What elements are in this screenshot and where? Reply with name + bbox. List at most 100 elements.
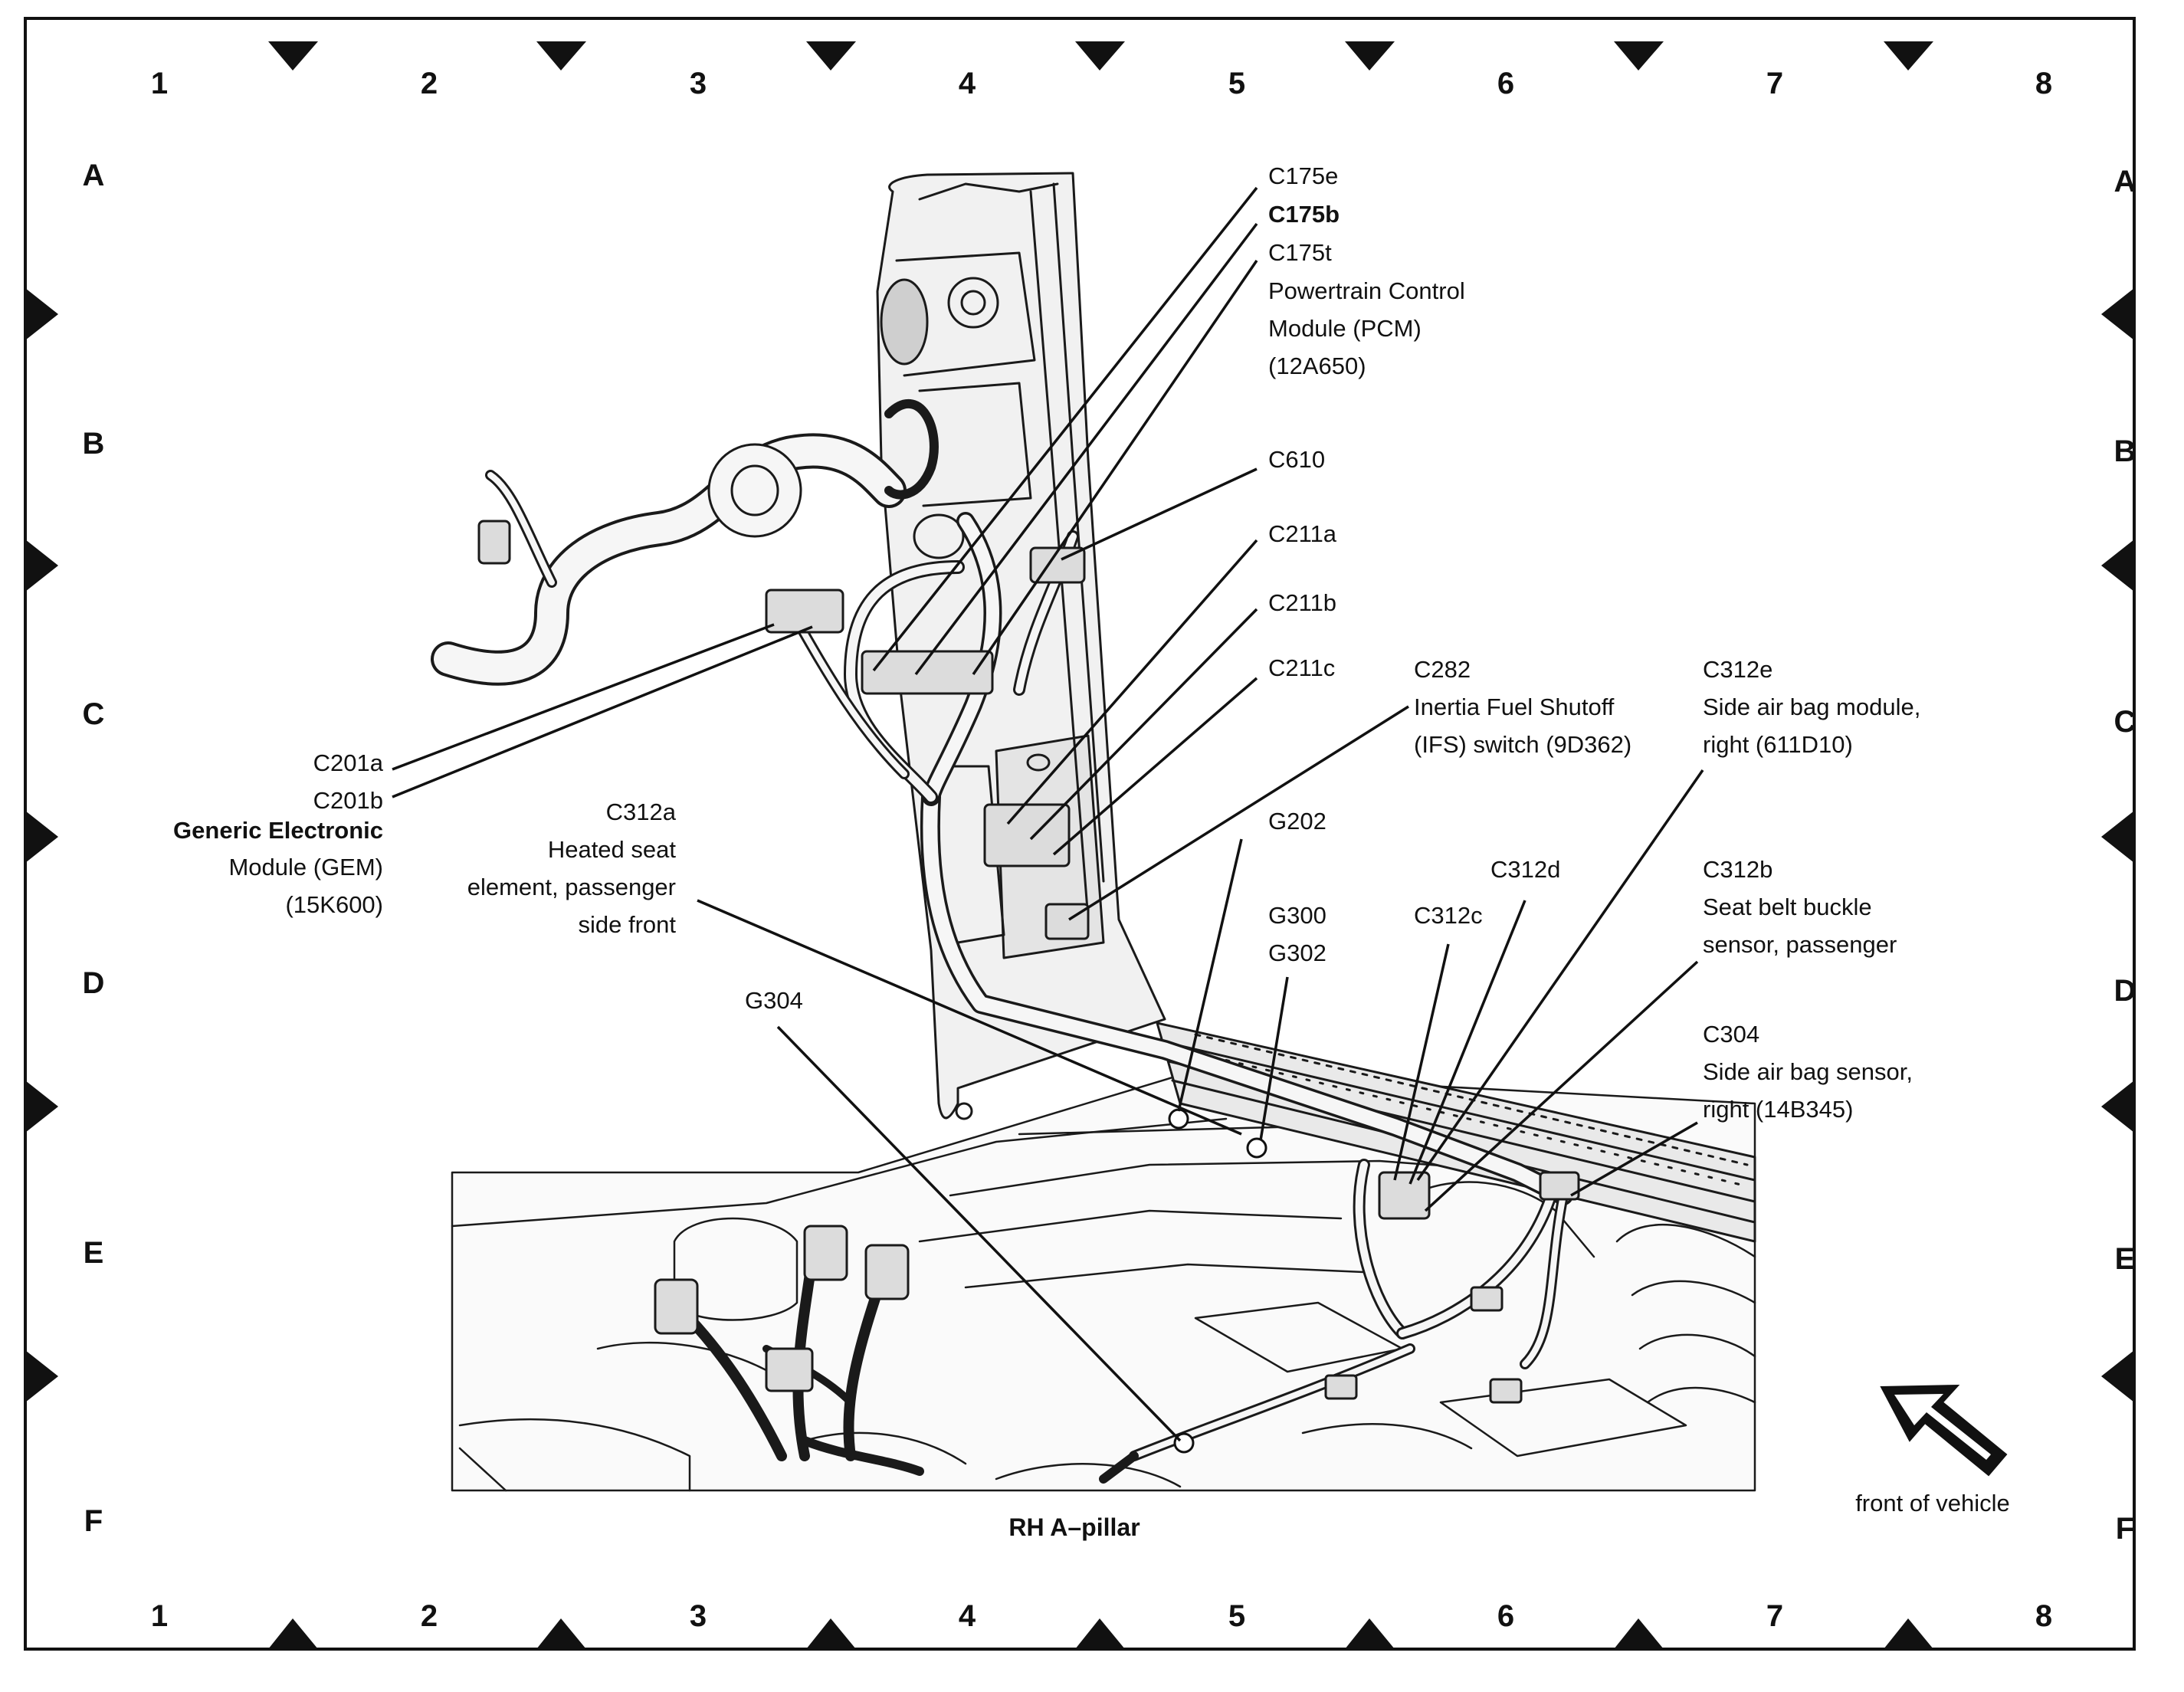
label-c211b: C211b	[1268, 589, 1336, 616]
connector-c282-housing	[1044, 903, 1090, 940]
connector-seat-4	[765, 1347, 814, 1392]
row-letters-right: A B C D E F	[2114, 165, 2136, 1546]
label-sbb-line2: sensor, passenger	[1703, 931, 1897, 958]
bottom-marker-6	[1614, 1618, 1664, 1649]
grid-markers	[25, 41, 2134, 1649]
row-right-b: B	[2114, 434, 2136, 468]
col-bottom-4: 4	[959, 1599, 976, 1633]
label-c175t: C175t	[1268, 239, 1332, 266]
bottom-marker-3	[806, 1618, 856, 1649]
front-of-vehicle-label: front of vehicle	[1855, 1490, 2010, 1517]
top-marker-1	[268, 41, 318, 70]
connector-c312-cluster	[1378, 1171, 1431, 1220]
label-c312a: C312a	[606, 798, 677, 825]
connector-pcm-block	[861, 650, 994, 695]
col-top-1: 1	[151, 67, 168, 100]
label-sbb-line1: Seat belt buckle	[1703, 894, 1872, 920]
leader-g304	[776, 1025, 1182, 1442]
row-left-d: D	[83, 966, 105, 1000]
col-top-8: 8	[2035, 67, 2052, 100]
label-c201b: C201b	[313, 787, 383, 814]
left-marker-4	[25, 1080, 58, 1133]
label-pcm-line3: (12A650)	[1268, 352, 1366, 379]
label-g304: G304	[745, 987, 803, 1014]
col-top-4: 4	[959, 67, 976, 100]
bottom-marker-4	[1075, 1618, 1125, 1649]
bottom-marker-5	[1345, 1618, 1395, 1649]
connector-seat-1	[654, 1278, 699, 1335]
label-c175e: C175e	[1268, 162, 1338, 189]
leader-c211a	[1006, 539, 1258, 825]
leader-c312d	[1408, 900, 1527, 1185]
label-c312d: C312d	[1490, 856, 1560, 883]
right-marker-5	[2101, 1350, 2134, 1402]
leader-c312a	[697, 899, 1242, 1136]
callouts-top-right: C175e C175b C175t Powertrain Control Mod…	[1268, 162, 1465, 681]
connector-seat-2	[803, 1225, 848, 1281]
label-c211c: C211c	[1268, 654, 1335, 681]
leader-g300	[1259, 976, 1289, 1141]
label-c610: C610	[1268, 446, 1325, 473]
leader-c282	[1068, 705, 1409, 921]
right-marker-4	[2101, 1080, 2134, 1133]
leader-c175t	[972, 260, 1258, 675]
leader-lines	[392, 186, 1704, 1442]
col-bottom-5: 5	[1228, 1599, 1245, 1633]
connector-left-end	[477, 520, 511, 565]
label-c211a: C211a	[1268, 520, 1337, 547]
row-left-f: F	[84, 1504, 103, 1538]
top-marker-4	[1075, 41, 1125, 70]
leader-c312c	[1393, 943, 1450, 1181]
bottom-marker-7	[1884, 1618, 1933, 1649]
label-g302: G302	[1268, 939, 1326, 966]
leader-c304	[1570, 1121, 1698, 1197]
left-marker-1	[25, 288, 58, 340]
label-sas-line2: right (14B345)	[1703, 1096, 1853, 1123]
col-top-7: 7	[1766, 67, 1783, 100]
label-c175b: C175b	[1268, 201, 1340, 228]
top-marker-6	[1614, 41, 1664, 70]
label-pcm-line2: Module (PCM)	[1268, 315, 1422, 342]
label-hs-line2: element, passenger	[467, 874, 676, 900]
connector-c610-housing	[1029, 546, 1086, 584]
bottom-marker-2	[536, 1618, 586, 1649]
top-marker-2	[536, 41, 586, 70]
label-hs-line3: side front	[578, 911, 676, 938]
col-top-5: 5	[1228, 67, 1245, 100]
leader-c175b	[914, 222, 1258, 676]
col-bottom-8: 8	[2035, 1599, 2052, 1633]
leader-c211b	[1029, 608, 1258, 841]
row-right-c: C	[2114, 705, 2136, 739]
col-top-3: 3	[690, 67, 707, 100]
top-marker-5	[1345, 41, 1395, 70]
label-ifs-line2: (IFS) switch (9D362)	[1414, 731, 1631, 758]
col-bottom-7: 7	[1766, 1599, 1783, 1633]
left-marker-3	[25, 811, 58, 863]
col-top-6: 6	[1497, 67, 1514, 100]
row-left-e: E	[84, 1236, 104, 1270]
connector-sill-clip-2	[1470, 1286, 1504, 1312]
leader-c610	[1061, 467, 1258, 561]
label-sab-line1: Side air bag module,	[1703, 694, 1920, 720]
col-bottom-1: 1	[151, 1599, 168, 1633]
upper-left-harness	[431, 399, 939, 779]
leader-c201a	[392, 623, 775, 771]
label-c304: C304	[1703, 1021, 1759, 1048]
label-c282: C282	[1414, 656, 1471, 683]
vehicle-illustration	[431, 172, 1756, 1492]
col-top-2: 2	[421, 67, 438, 100]
connector-seat-3	[864, 1244, 910, 1300]
label-g300: G300	[1268, 902, 1326, 929]
row-right-a: A	[2114, 165, 2136, 198]
connector-sill-clip-3	[1489, 1378, 1523, 1404]
label-gem-line3: (15K600)	[285, 891, 383, 918]
front-of-vehicle-indicator: front of vehicle	[1855, 1384, 2010, 1517]
row-right-d: D	[2114, 974, 2136, 1008]
diagram-caption: RH A–pillar	[1008, 1513, 1140, 1541]
right-marker-1	[2101, 288, 2134, 340]
row-left-b: B	[83, 427, 105, 461]
callouts-mid-right: C282 Inertia Fuel Shutoff (IFS) switch (…	[1268, 656, 1920, 1123]
ground-g300	[1246, 1137, 1267, 1159]
top-marker-7	[1884, 41, 1933, 70]
